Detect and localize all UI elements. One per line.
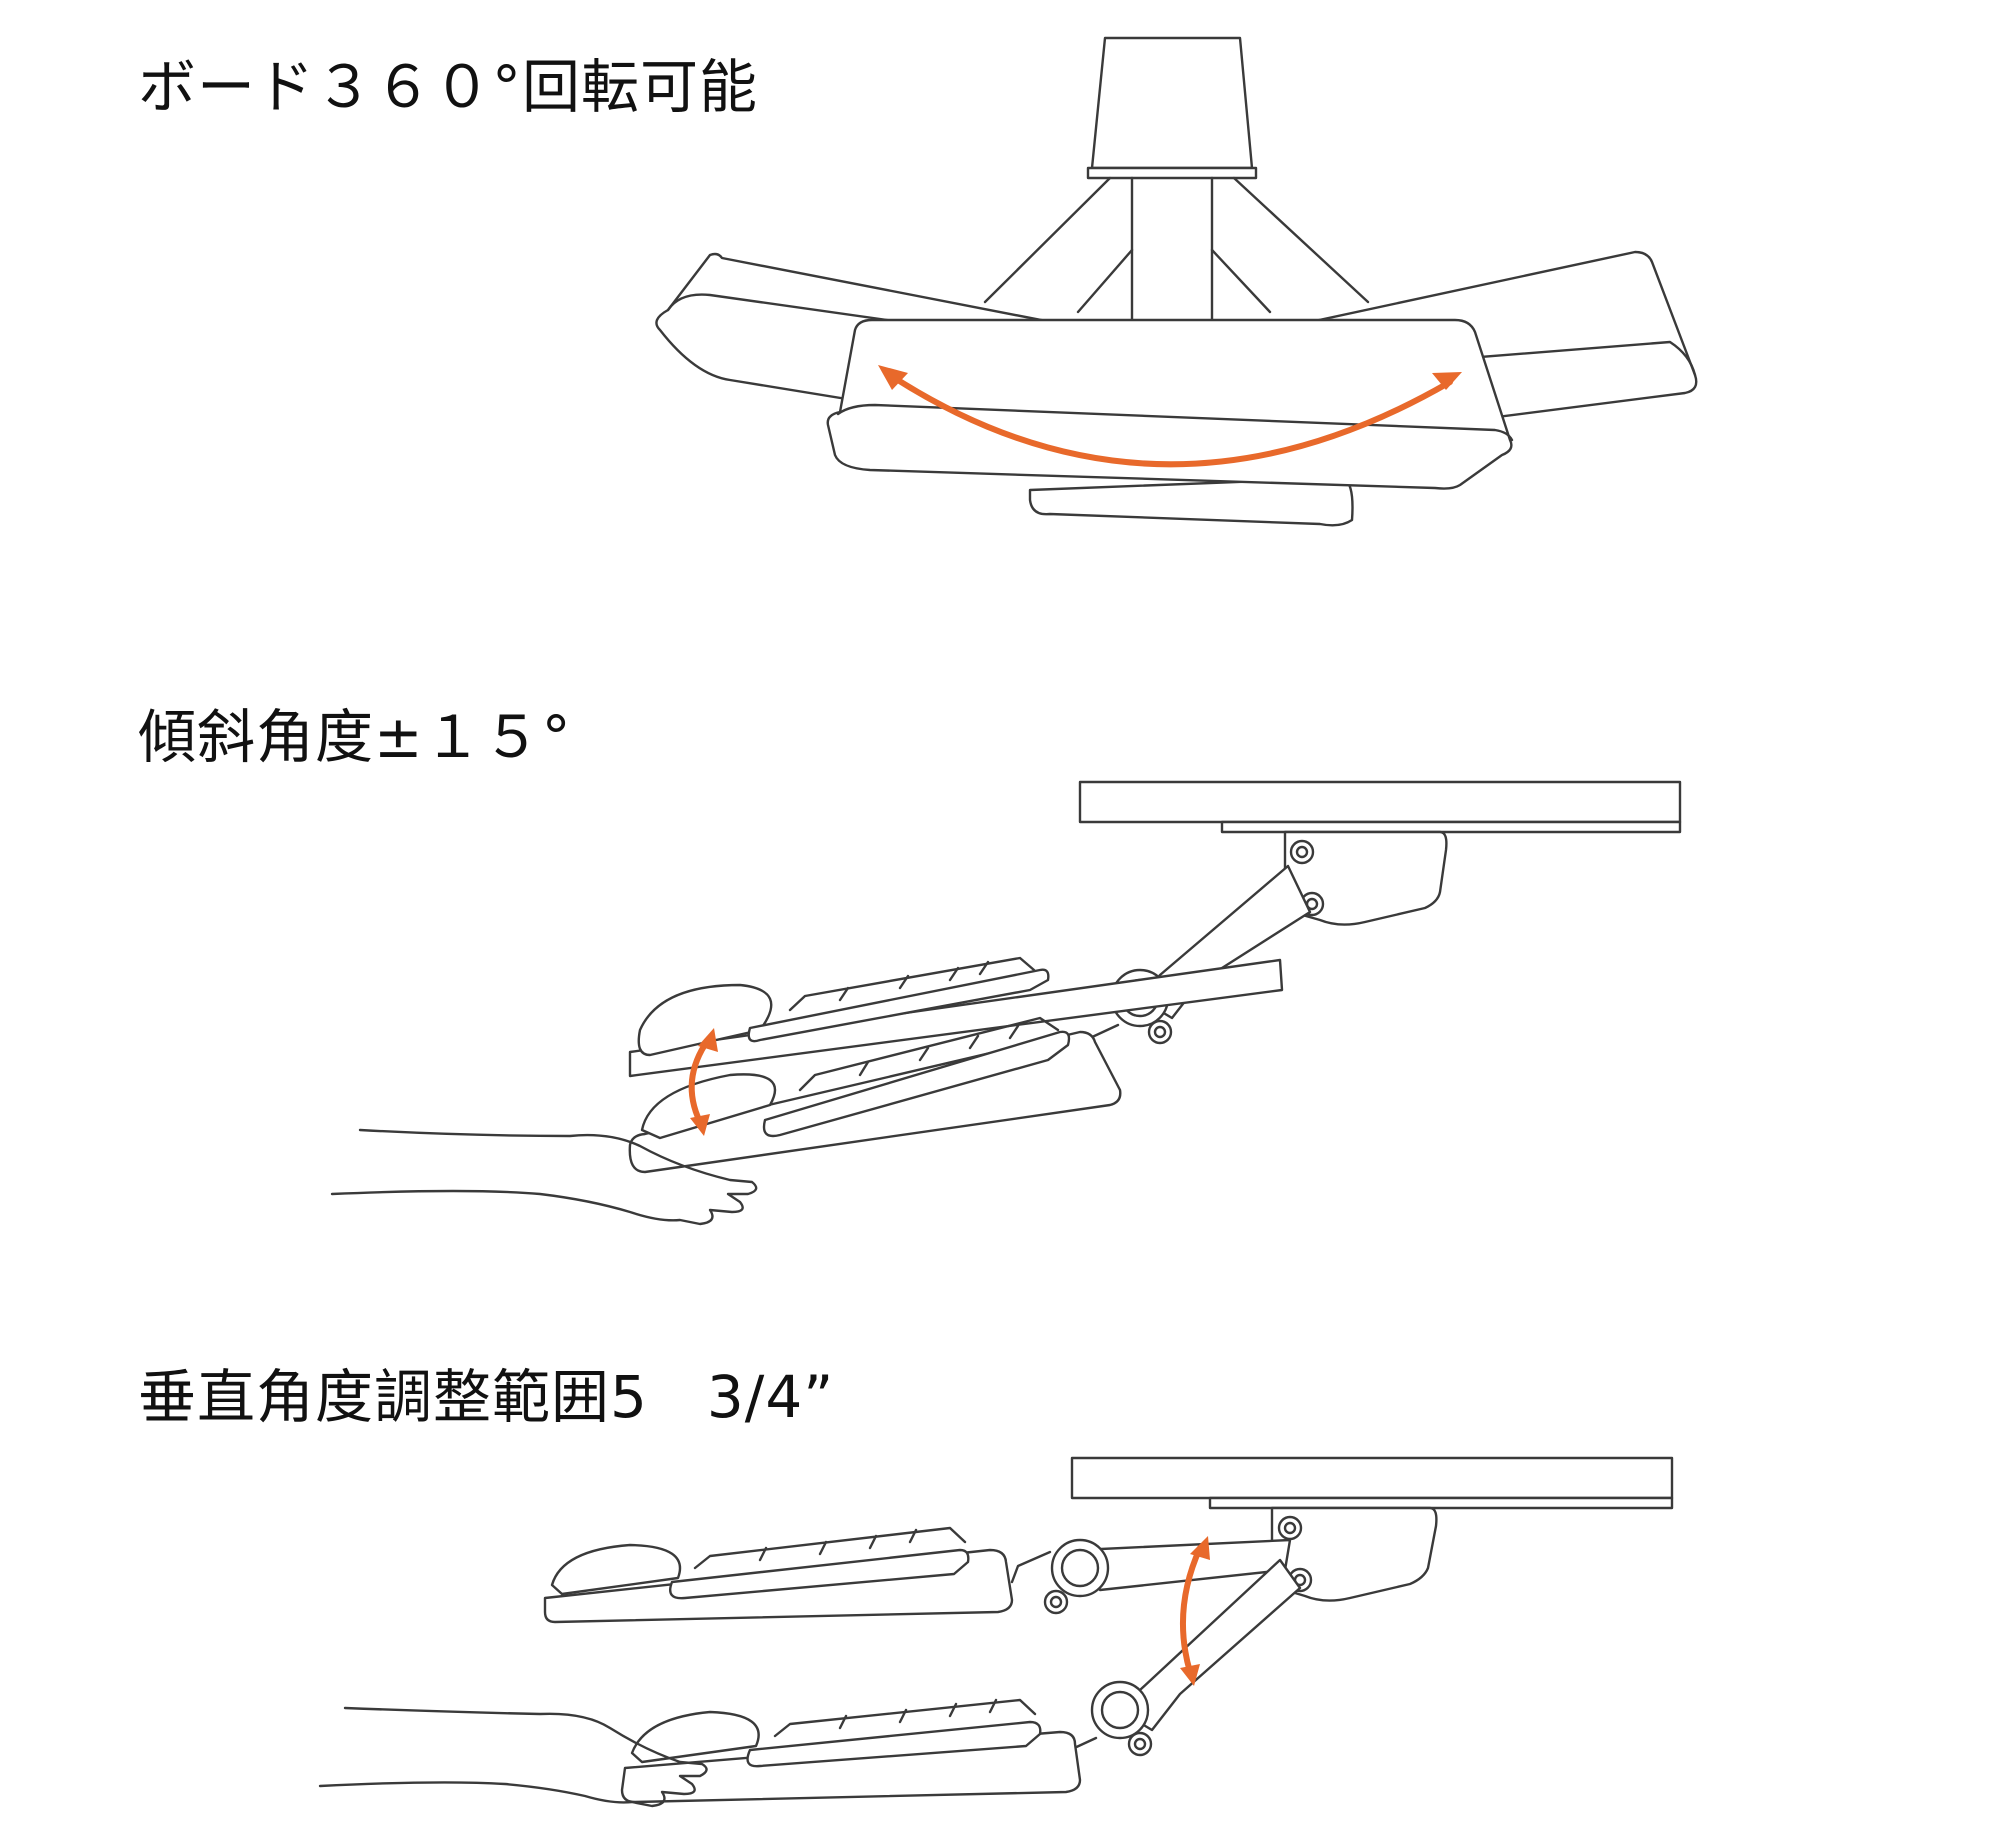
rotation-arrow-icon xyxy=(878,365,1462,468)
height-arrow-icon xyxy=(1179,1536,1210,1686)
tilt-arrow-icon xyxy=(688,1028,718,1136)
caption-rotation: ボード３６０°回転可能 xyxy=(138,53,759,121)
tilt-illustration xyxy=(320,770,1700,1240)
caption-tilt: 傾斜角度±１５° xyxy=(138,703,572,771)
rotation-illustration xyxy=(640,30,1720,530)
height-illustration xyxy=(300,1450,1700,1830)
caption-height: 垂直角度調整範囲5 3/4” xyxy=(138,1363,835,1431)
